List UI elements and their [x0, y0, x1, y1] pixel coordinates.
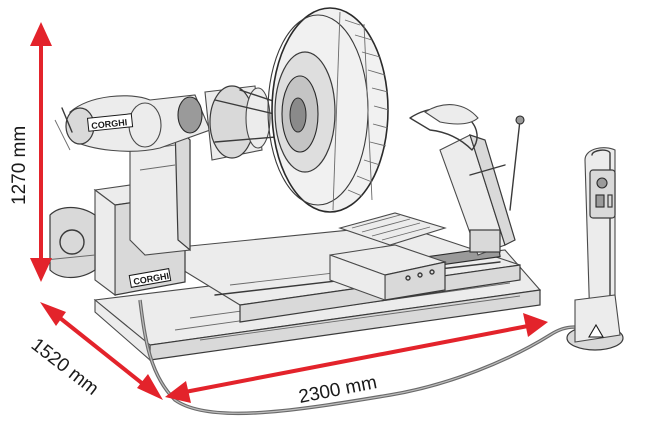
- depth-dimension-arrow: [40, 302, 163, 400]
- tread-plate: [338, 212, 447, 246]
- warning-triangle-icon: [588, 323, 604, 338]
- truck-tyre: [267, 7, 390, 213]
- bench-beams: [148, 224, 521, 323]
- motor-housing: CORGHI: [54, 94, 211, 152]
- height-dimension-arrow: [30, 22, 52, 282]
- main-brand-logo: CORGHI: [91, 117, 128, 131]
- remote-control-pedestal: [566, 147, 624, 351]
- left-motor-assembly: [44, 206, 96, 279]
- tyre-changer-illustration: ! CORGHI COR: [44, 7, 624, 416]
- width-dimension-arrow: [165, 313, 548, 403]
- wheel-chuck: [204, 85, 301, 161]
- height-dimension-label: 1270 mm: [9, 126, 30, 205]
- tool-arm: [409, 104, 525, 256]
